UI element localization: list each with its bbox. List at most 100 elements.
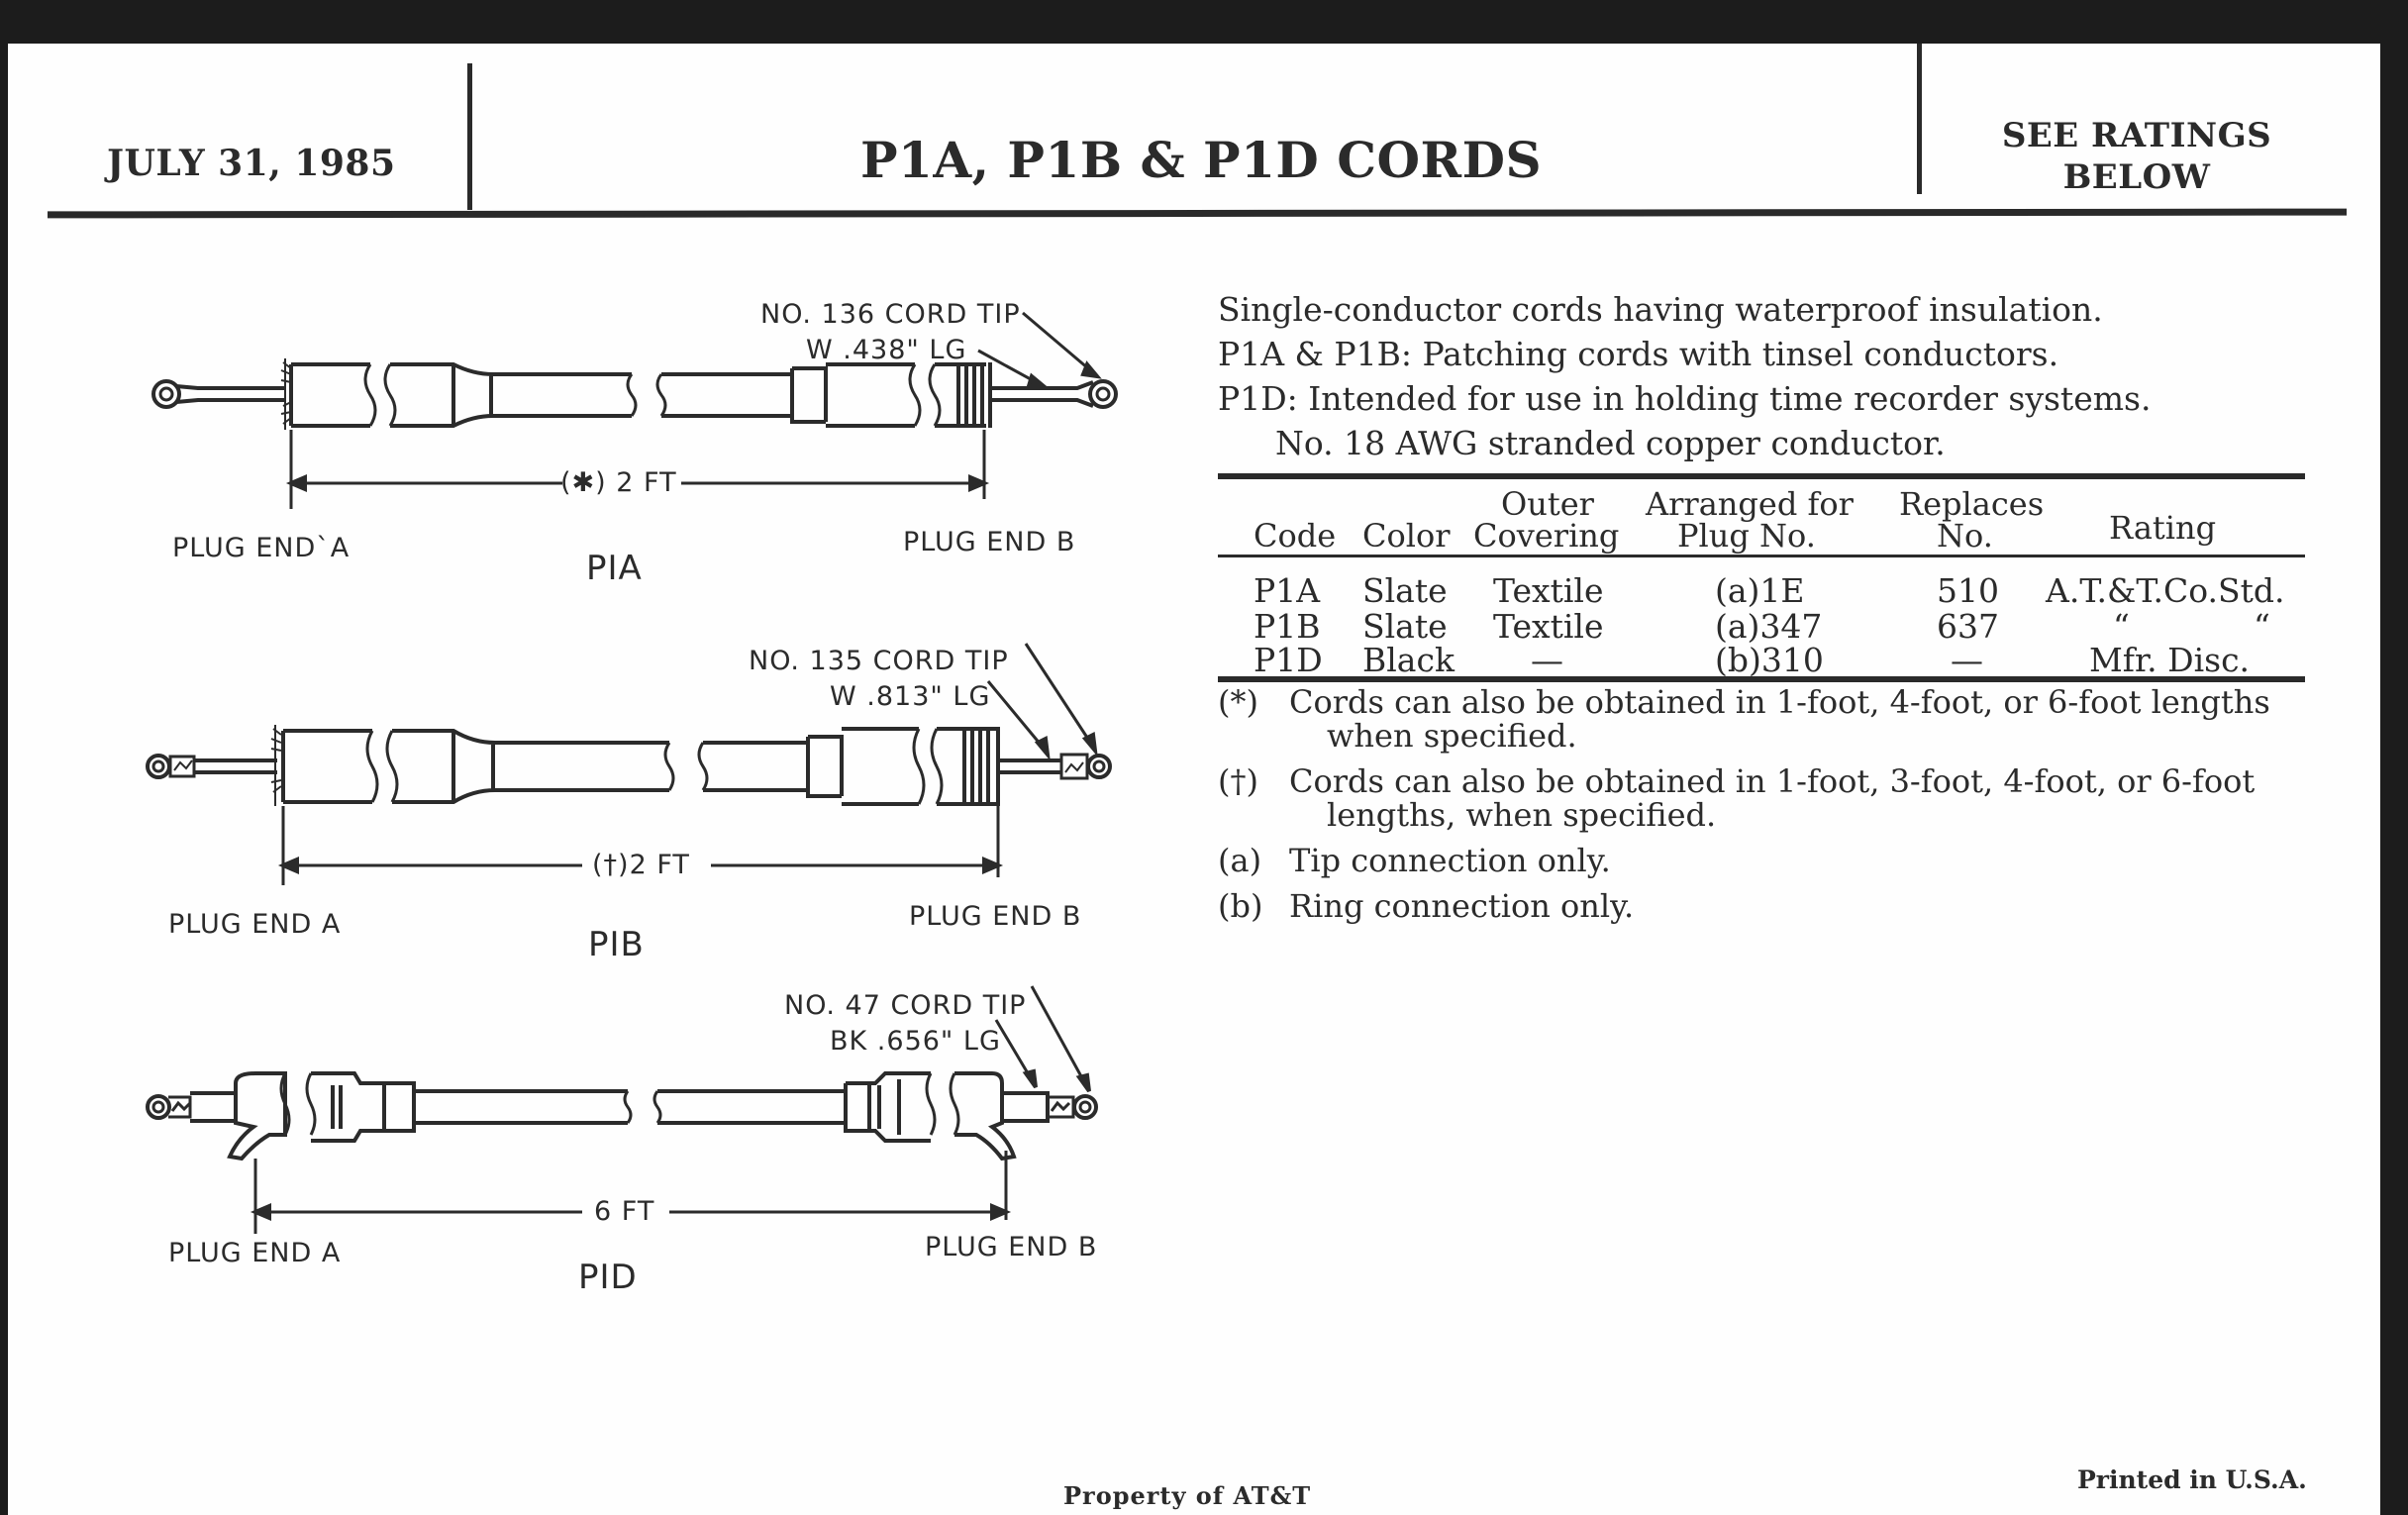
footnotes: (*) Cords can also be obtained in 1-foot… (1218, 685, 2317, 935)
plug-boot-b (954, 1071, 1017, 1162)
cord-drawing-p1d (146, 985, 1098, 1234)
description: Single-conductor cords having waterproof… (1218, 287, 2151, 465)
cord-name-label: PID (578, 1258, 638, 1297)
header-replaces-2: No. (1937, 517, 1993, 555)
header-rating: Rating (2109, 509, 2217, 547)
header-code: Code (1254, 517, 1337, 555)
cord-segment (311, 1071, 628, 1143)
description-line: P1A & P1B: Patching cords with tinsel co… (1218, 335, 2059, 373)
footnote-mark: (†) (1218, 762, 1258, 800)
cord-segment (390, 362, 632, 428)
cell-rating-ditto: “ (2254, 607, 2270, 646)
header-outer-1: Outer (1501, 485, 1594, 523)
printed-in-notice: Printed in U.S.A. (2077, 1465, 2307, 1494)
footnote: (*) Cords can also be obtained in 1-foot… (1218, 685, 2317, 753)
table-top-rule (1218, 473, 2305, 479)
cord-tip-end-b-icon (1002, 1091, 1098, 1123)
footnote-text-cont: lengths, when specified. (1327, 796, 1717, 834)
table-header-rule (1218, 555, 2305, 557)
plug-end-b-label: PLUG END B (903, 527, 1076, 557)
footnote-text: Ring connection only. (1289, 887, 1635, 925)
cell-plug: (b)310 (1715, 641, 1824, 679)
cell-code: P1D (1254, 641, 1323, 679)
leader-arrow-tip-label (1022, 311, 1096, 376)
description-line: No. 18 AWG stranded copper conductor. (1275, 424, 1946, 462)
cell-replaces: — (1951, 641, 1983, 679)
footnote: (b) Ring connection only. (1218, 889, 2317, 923)
plug-end-a-label: PLUG END A (168, 1238, 342, 1268)
property-notice: Property of AT&T (1063, 1481, 1312, 1510)
table-header: Code Color Outer Covering Arranged for P… (1218, 479, 2305, 555)
cord-tip-end-a-icon (151, 379, 285, 409)
cord-segment (937, 727, 1000, 806)
leader-arrow-tip-label (1024, 643, 1095, 748)
footnote-mark: (a) (1218, 842, 1262, 879)
cord-tip-end-a-icon (146, 754, 277, 779)
cell-color: Black (1362, 641, 1455, 679)
length-label: (✱) 2 FT (560, 467, 677, 498)
length-label: 6 FT (594, 1196, 655, 1227)
cord-tip-end-a-icon (146, 1091, 238, 1123)
diagram-p1d: NO. 47 CORD TIP BK .656" LG 6 FT PLUG EN… (127, 949, 1166, 1297)
dimension-line (253, 1151, 1008, 1234)
tip-spec-label: W .438" LG (806, 335, 967, 365)
footnote-text: Tip connection only. (1289, 842, 1611, 879)
cord-drawing-p1b (146, 643, 1112, 885)
footnote-text: Cords can also be obtained in 1-foot, 3-… (1289, 762, 2256, 800)
cord-segment (281, 729, 372, 804)
spec-table: Code Color Outer Covering Arranged for P… (1218, 473, 2305, 682)
cord-tip-end-b-icon (990, 379, 1118, 409)
leader-arrow-tip-spec (986, 680, 1048, 752)
cell-code: P1B (1254, 607, 1321, 646)
diagram-p1a: NO. 136 CORD TIP W .438" LG (✱) 2 FT PLU… (127, 252, 1166, 588)
cord-segment (289, 362, 370, 428)
cell-outer: Textile (1493, 571, 1604, 610)
table-row: P1D Black — (b)310 — Mfr. Disc. (1218, 641, 2305, 679)
tip-spec-label: BK .656" LG (830, 1026, 1001, 1057)
cord-segment (935, 362, 992, 428)
cell-color: Slate (1362, 571, 1448, 610)
cell-rating: Mfr. Disc. (2089, 641, 2251, 679)
plug-end-b-label: PLUG END B (925, 1232, 1098, 1262)
plug-end-a-label: PLUG END A (168, 909, 342, 940)
cord-name-label: PIA (586, 549, 643, 588)
header-divider-right (1917, 44, 1922, 194)
footnote-text-cont: when specified. (1327, 717, 1577, 755)
cell-replaces: 637 (1937, 607, 1999, 646)
cell-color: Slate (1362, 607, 1448, 646)
footnote: (a) Tip connection only. (1218, 844, 2317, 877)
header-divider-left (467, 63, 472, 210)
tip-label: NO. 135 CORD TIP (749, 646, 1009, 676)
cord-segment (661, 362, 915, 428)
leader-arrow-tip-label (1030, 985, 1089, 1088)
cell-rating: A.T.&T.Co.Std. (2046, 571, 2285, 610)
header-color: Color (1362, 517, 1451, 555)
dimension-line (281, 806, 1000, 885)
ratings-note-line2: BELOW (2062, 157, 2211, 197)
tip-spec-label: W .813" LG (830, 681, 991, 712)
table-row: P1B Slate Textile (a)347 637 “ “ (1218, 607, 2305, 646)
header-plug-2: Plug No. (1677, 517, 1816, 555)
dimension-line (289, 430, 986, 509)
tip-label: NO. 136 CORD TIP (760, 299, 1021, 330)
cell-replaces: 510 (1937, 571, 1999, 610)
cord-drawing-p1a (151, 311, 1118, 509)
header-outer-2: Covering (1473, 517, 1620, 555)
table-bottom-rule (1218, 676, 2305, 682)
cord-segment (657, 1071, 931, 1143)
footnote: (†) Cords can also be obtained in 1-foot… (1218, 764, 2317, 832)
diagram-p1b: NO. 135 CORD TIP W .813" LG (†)2 FT PLUG… (127, 598, 1166, 964)
cell-outer: — (1531, 641, 1563, 679)
ratings-note-line1: SEE RATINGS (2001, 116, 2272, 155)
description-line: P1D: Intended for use in holding time re… (1218, 379, 2152, 418)
plug-boot-a (227, 1071, 287, 1162)
header-replaces-1: Replaces (1899, 485, 2045, 523)
table-row: P1A Slate Textile (a)1E 510 A.T.&T.Co.St… (1218, 571, 2305, 610)
length-label: (†)2 FT (592, 850, 690, 880)
cord-tip-end-b-icon (998, 753, 1112, 780)
cord-segment (703, 727, 919, 806)
footnote-text: Cords can also be obtained in 1-foot, 4-… (1289, 683, 2270, 721)
plug-end-b-label: PLUG END B (909, 901, 1082, 932)
header-plug-1: Arranged for (1646, 485, 1854, 523)
plug-end-a-label: PLUG END`A (172, 533, 351, 563)
